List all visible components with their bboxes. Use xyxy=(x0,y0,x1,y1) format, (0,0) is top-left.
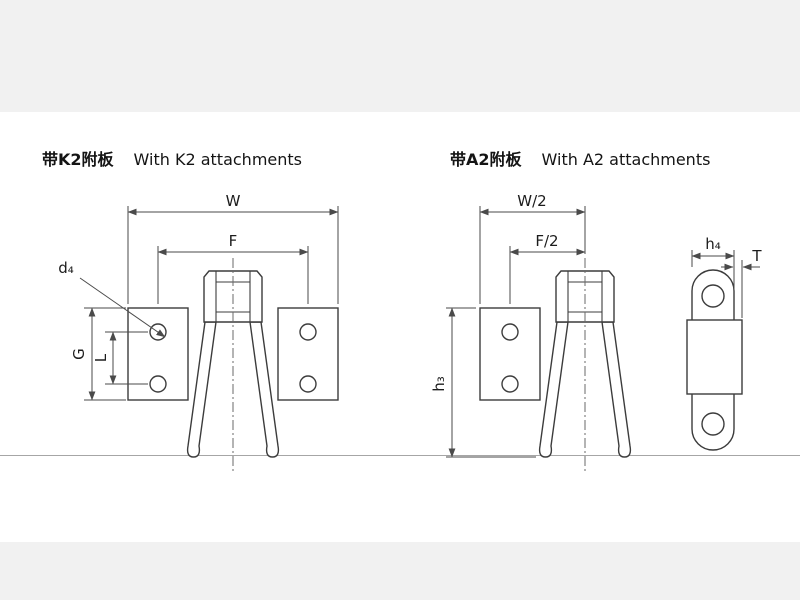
a2-title-chinese: 带A2附板 xyxy=(450,150,522,169)
a2-link-plate-left xyxy=(538,321,569,458)
k2-dim-label-G: G xyxy=(70,348,88,360)
side-pin-hole xyxy=(701,412,725,436)
a2-dim-label-h3: h₃ xyxy=(430,376,448,392)
side-view-drawing: h₄ T xyxy=(686,235,762,451)
k2-dim-label-W: W xyxy=(226,192,241,210)
a2-bolt-hole xyxy=(501,323,519,341)
a2-dim-label-half-F: F/2 xyxy=(535,232,558,250)
side-dim-label-h4: h₄ xyxy=(705,235,721,253)
k2-bolt-hole xyxy=(299,375,317,393)
k2-section-title: 带K2附板 With K2 attachments xyxy=(42,146,302,170)
side-dimension-h4: h₄ xyxy=(691,235,735,290)
a2-link-plate-right xyxy=(601,321,632,458)
a2-drawing: W/2 F/2 h₃ xyxy=(430,192,632,472)
a2-title-english: With A2 attachments xyxy=(541,150,711,169)
k2-title-chinese: 带K2附板 xyxy=(42,150,114,169)
k2-dimension-L: L xyxy=(92,331,148,385)
side-dimension-T: T xyxy=(721,247,762,318)
k2-dimension-G: G xyxy=(70,307,126,401)
k2-title-english: With K2 attachments xyxy=(133,150,302,169)
a2-bolt-hole xyxy=(501,375,519,393)
k2-dim-label-L: L xyxy=(92,353,110,362)
k2-dimension-F: F xyxy=(157,232,309,304)
side-dim-label-T: T xyxy=(751,247,762,265)
side-attachment-section xyxy=(686,319,743,395)
k2-dim-label-F: F xyxy=(229,232,238,250)
a2-section-title: 带A2附板 With A2 attachments xyxy=(450,146,710,170)
a2-dimension-half-F: F/2 xyxy=(509,232,586,304)
k2-drawing: W F d₄ G L xyxy=(58,192,339,472)
k2-link-plate-left xyxy=(186,321,217,458)
a2-dimension-h3: h₃ xyxy=(430,307,536,458)
k2-dim-label-d4: d₄ xyxy=(58,259,74,277)
k2-bolt-hole xyxy=(149,375,167,393)
k2-bolt-hole xyxy=(299,323,317,341)
a2-dimension-half-W: W/2 xyxy=(479,192,586,304)
k2-dimension-d4: d₄ xyxy=(58,259,166,338)
a2-dim-label-half-W: W/2 xyxy=(517,192,546,210)
side-pin-hole xyxy=(701,284,725,308)
k2-dimension-W: W xyxy=(127,192,339,304)
k2-link-plate-right xyxy=(249,321,280,458)
